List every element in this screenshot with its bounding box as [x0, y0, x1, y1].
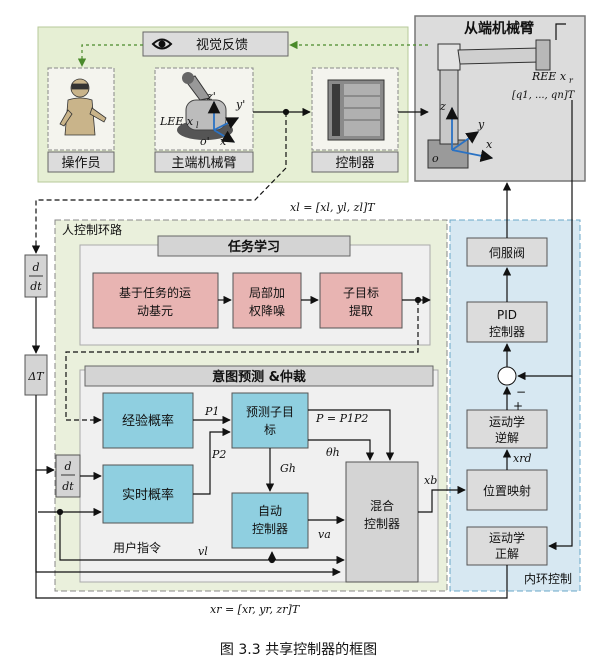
slave-z-label: z: [439, 100, 446, 113]
lee-sub: l: [196, 121, 199, 130]
visual-feedback-label: 视觉反馈: [196, 38, 248, 53]
user-cmd-label: 用户指令: [113, 540, 161, 555]
joints-label: [q1, ..., qn]T: [512, 90, 576, 101]
task-learning-title-box: [157, 235, 351, 257]
experience-prob-label: 经验概率: [122, 413, 174, 429]
realtime-prob-label: 实时概率: [122, 487, 174, 503]
operator-figure: [59, 78, 107, 136]
human-loop-title: 人控制环路: [62, 222, 122, 237]
master-z-label: z': [206, 90, 216, 103]
fk-label-1: 运动学: [489, 530, 525, 545]
predict-subgoal-label-2: 标: [264, 423, 276, 437]
delta-t-label: ΔT: [27, 370, 45, 383]
master-o-label: o': [200, 135, 210, 148]
ik-label-1: 运动学: [489, 414, 525, 429]
auto-controller-box: [231, 492, 309, 549]
plus-sign: +: [513, 399, 523, 413]
auto-controller-label-1: 自动: [258, 504, 282, 518]
intent-title: 意图预测 &仲裁: [212, 369, 306, 385]
subgoal-box: [319, 272, 403, 329]
operator-label-box: [47, 151, 115, 173]
servo-label: 伺服阀: [489, 246, 525, 260]
master-axes: [207, 100, 240, 143]
task-learning-title: 任务学习: [227, 239, 280, 255]
p2-label: P2: [211, 448, 226, 461]
sum-junction: [497, 366, 517, 386]
controller-label: 控制器: [335, 156, 374, 171]
slave-axes: [445, 106, 494, 162]
fk-label-2: 正解: [495, 547, 519, 561]
master-x-label: x': [220, 135, 229, 148]
xl-equation: xl = [xl, yl, zl]T: [290, 201, 376, 214]
slave-y-label: y: [477, 118, 485, 131]
auto-controller-label-2: 控制器: [252, 522, 288, 536]
denoise-label-2: 权降噪: [249, 304, 285, 318]
slave-o-label: o: [432, 152, 439, 165]
inner-loop-title: 内环控制: [524, 572, 572, 586]
mix-controller-label-2: 控制器: [364, 517, 400, 531]
intent-title-box: [84, 365, 434, 387]
p1-label: P1: [204, 405, 219, 418]
denoise-label-1: 局部加: [249, 285, 285, 300]
theta-label: θh: [326, 446, 340, 459]
minus-sign: −: [516, 385, 526, 399]
ree-sub: r: [569, 76, 574, 85]
pos-map-box: [466, 469, 548, 511]
mix-controller-box: [345, 461, 419, 583]
master-arm-label: 主端机械臂: [171, 156, 236, 171]
realtime-prob-box: [102, 464, 194, 524]
figure-caption: 图 3.3 共享控制器的框图: [219, 642, 378, 658]
ddt-mid-den: dt: [62, 480, 74, 493]
slave-arm-label: 从端机械臂: [464, 20, 534, 37]
experience-prob-box: [102, 392, 194, 449]
gh-label: Gh: [280, 462, 296, 475]
pid-box: [466, 301, 548, 343]
master-arm-device: [177, 72, 233, 140]
predict-subgoal-label-1: 预测子目: [246, 405, 294, 419]
lee-label: LEE x: [159, 115, 194, 128]
motion-primitive-label-2: 动基元: [137, 304, 173, 318]
controller-device: [327, 79, 385, 141]
ddt-left-den: dt: [30, 280, 42, 293]
subgoal-label-1: 子目标: [343, 286, 379, 300]
master-y-label: y': [235, 98, 245, 111]
pid-label-1: PID: [497, 308, 517, 322]
servo-box: [466, 237, 548, 267]
motion-primitive-label-1: 基于任务的运: [119, 285, 191, 300]
xb-label: xb: [424, 474, 437, 487]
p-eq-label: P = P1P2: [315, 412, 368, 425]
pos-map-label: 位置映射: [483, 483, 531, 498]
predict-subgoal-box: [231, 392, 309, 449]
derivative-box-mid: [55, 454, 81, 498]
fk-box: [466, 526, 548, 566]
vl-label: vl: [198, 545, 208, 558]
slave-x-label: x: [486, 138, 493, 151]
ddt-mid-num: d: [64, 460, 71, 473]
xrd-label: xrd: [513, 452, 532, 465]
ddt-left-num: d: [32, 261, 39, 274]
ik-label-2: 逆解: [495, 430, 519, 445]
pid-label-2: 控制器: [489, 325, 525, 339]
eye-icon: [151, 38, 173, 50]
visual-feedback-box: [142, 31, 289, 57]
subgoal-label-2: 提取: [349, 303, 373, 318]
operator-label: 操作员: [61, 155, 100, 171]
controller-label-box: [311, 151, 399, 173]
denoise-box: [232, 272, 302, 329]
master-arm-label-box: [154, 151, 254, 173]
mix-controller-label-1: 混合: [370, 498, 394, 513]
ree-label: REE x: [531, 70, 567, 83]
xr-equation: xr = [xr, yr, zr]T: [210, 603, 301, 616]
motion-primitive-box: [92, 272, 219, 329]
va-label: va: [318, 528, 331, 541]
